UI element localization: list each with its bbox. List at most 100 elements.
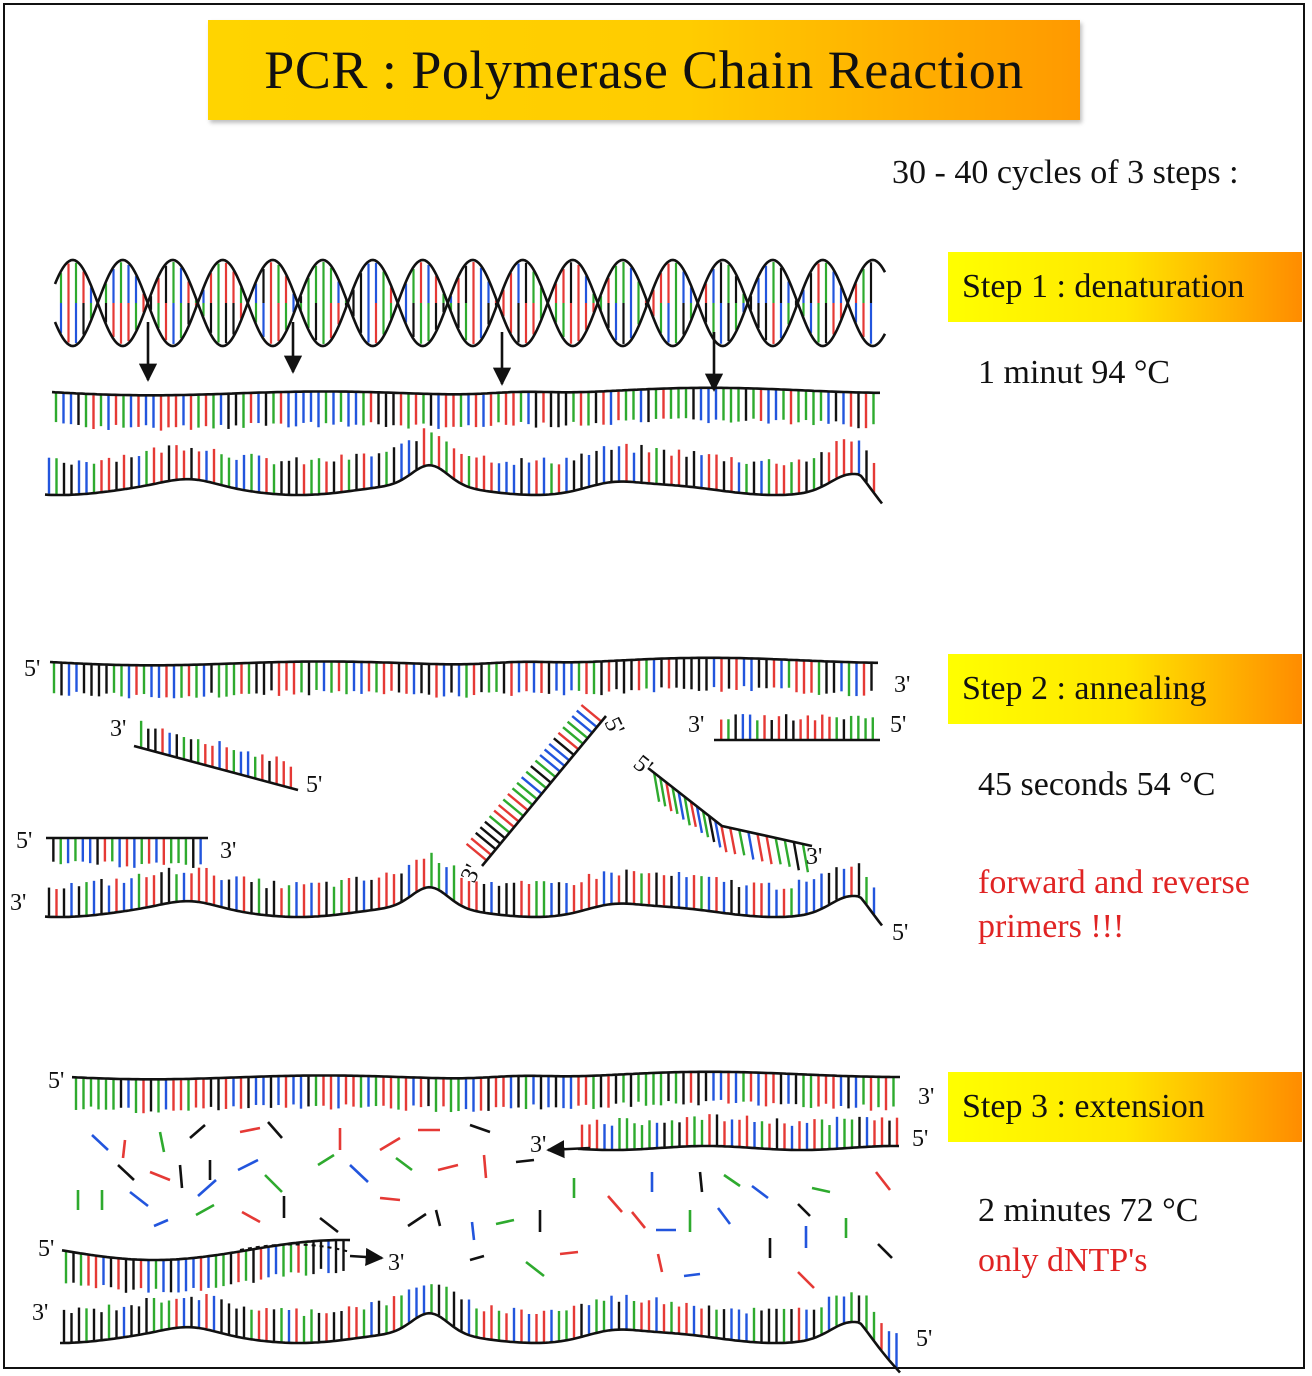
extension-bottom-backbone	[61, 1238, 351, 1262]
dntp	[379, 1196, 401, 1202]
primer-diagonal-up-base	[465, 842, 488, 862]
primer-falling-base	[689, 801, 697, 828]
primer-falling-base	[729, 827, 737, 855]
dntp	[874, 1171, 892, 1191]
primer-diagonal-up-base	[507, 792, 529, 812]
step-2-note-line1: forward and reverse	[978, 864, 1250, 901]
dntp	[630, 1211, 647, 1229]
dntp	[683, 1272, 701, 1278]
primer-falling-base	[701, 810, 710, 838]
step-2-note-line2: primers !!!	[978, 908, 1125, 945]
strand-end-label: 5'	[599, 713, 630, 739]
dntp	[751, 1184, 769, 1200]
strand-end-label: 5'	[628, 750, 657, 781]
primer-diagonal-up-base	[580, 704, 603, 723]
dntp	[407, 1212, 427, 1228]
step-2-banner: Step 2 : annealing	[948, 654, 1302, 724]
primer-diagonal-up-base	[502, 798, 525, 817]
figure-border	[3, 3, 1305, 1369]
primer-falling-base	[659, 777, 667, 807]
dntp	[319, 1216, 339, 1234]
primer-falling-base	[738, 829, 746, 856]
primer-diagonal-up-base	[497, 804, 520, 823]
helix-backbone	[53, 258, 887, 348]
step-2-label: Step 2 : annealing	[962, 670, 1207, 707]
primer-diagonal-up-base	[488, 815, 511, 834]
primer-diagonal-up-base	[566, 720, 589, 740]
primer-diagonal-up-base	[525, 770, 548, 790]
primer-diagonal-up-base	[539, 754, 561, 773]
dntp	[437, 1163, 459, 1172]
primer-diagonal-up-base	[543, 748, 566, 767]
primer-diagonal-up-base	[511, 787, 534, 806]
strand-end-label: 3'	[918, 1084, 934, 1110]
strand-end-label: 3'	[530, 1132, 546, 1158]
dntp	[469, 1123, 491, 1134]
step-3-condition: 2 minutes 72 °C	[978, 1192, 1199, 1229]
dntp	[811, 1186, 831, 1194]
step-3-banner: Step 3 : extension	[948, 1072, 1302, 1142]
strand-end-label: 5'	[892, 920, 908, 946]
primer-falling-base	[714, 820, 722, 848]
page-title: PCR : Polymerase Chain Reaction	[264, 40, 1024, 100]
primer-diagonal-up-base	[516, 781, 538, 801]
dntp	[495, 1218, 515, 1226]
primer-diagonal-up-base	[470, 837, 492, 856]
step-2-condition: 45 seconds 54 °C	[978, 766, 1216, 803]
strand-end-label: 3'	[688, 712, 704, 738]
primer-diagonal-up-base	[571, 715, 593, 734]
strand-end-labels: 5'3'3'3'5'5'5'3'3'5'3'5'3'5'3'5'3'3'5'5'…	[10, 656, 934, 1352]
strand-end-label: 3'	[32, 1300, 48, 1326]
helix-backbone	[53, 258, 887, 348]
strand-end-label: 5'	[24, 656, 40, 682]
step-1-label: Step 1 : denaturation	[962, 268, 1245, 305]
dntp	[153, 1218, 169, 1228]
dntp	[482, 1154, 488, 1179]
dntp	[117, 1164, 135, 1181]
strand-end-label: 3'	[110, 716, 126, 742]
primer-diagonal-up-base	[553, 737, 575, 756]
primer-diagonal-up-base	[548, 742, 571, 762]
primer-falling-base	[756, 833, 764, 862]
step-1-banner: Step 1 : denaturation	[948, 252, 1302, 322]
primer-falling-base	[707, 815, 716, 843]
primer-diagonal-up-base	[479, 826, 502, 845]
dntp	[469, 1254, 485, 1262]
extension-top-backbone	[577, 1144, 899, 1152]
strand-end-label: 3'	[10, 890, 26, 916]
primer-diagonal-up-base	[534, 759, 557, 779]
step-3-label: Step 3 : extension	[962, 1088, 1205, 1125]
dntp	[178, 1164, 184, 1189]
dntp	[434, 1209, 442, 1227]
arrow-right-icon	[349, 1247, 384, 1267]
dna-bases	[47, 262, 899, 1368]
primer-diagonal-up-base	[484, 820, 506, 840]
step1-bottom-strand-backbone	[44, 463, 884, 505]
dntp	[698, 1171, 704, 1193]
dntp	[267, 1121, 283, 1139]
dntp	[91, 1134, 109, 1151]
dntp	[716, 1207, 732, 1225]
primer-diagonal-up-backbone	[480, 715, 608, 867]
dntp	[349, 1164, 369, 1183]
dntp	[197, 1179, 217, 1197]
strand-end-label: 5'	[912, 1126, 928, 1152]
dntp	[559, 1250, 579, 1256]
step-1-condition: 1 minut 94 °C	[978, 354, 1171, 391]
dntp	[241, 1210, 261, 1224]
dntp	[797, 1271, 815, 1289]
dntp	[121, 1139, 127, 1159]
primer-left-backbone	[133, 744, 299, 792]
primer-falling-base	[683, 796, 691, 826]
step-3-note: only dNTP's	[978, 1242, 1148, 1279]
primer-falling-backbone	[647, 766, 813, 848]
dntp	[470, 1221, 476, 1241]
dntp	[317, 1153, 335, 1167]
primer-diagonal-up-base	[530, 765, 552, 784]
dntp	[656, 1253, 664, 1273]
primer-falling-base	[652, 772, 661, 802]
strand-end-label: 5'	[16, 828, 32, 854]
strand-end-label: 3'	[388, 1250, 404, 1276]
strand-end-label: 5'	[306, 772, 322, 798]
